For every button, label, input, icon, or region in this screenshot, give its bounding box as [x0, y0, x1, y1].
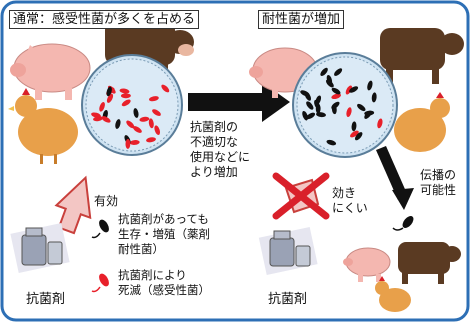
left-panel-title: 通常：感受性菌が多くを占める — [9, 10, 200, 29]
pig-icon — [343, 247, 391, 282]
spread-arrow — [376, 146, 414, 210]
bacterium — [325, 79, 334, 88]
bacterium — [346, 107, 352, 117]
susceptible-bacteria-icon — [91, 273, 109, 293]
bacterium — [106, 86, 112, 97]
bacterium — [154, 125, 160, 135]
bacterium — [139, 116, 150, 122]
bacteria-cluster-left — [91, 84, 170, 149]
cause-line: より増加 — [190, 165, 238, 179]
bacterium — [120, 93, 131, 99]
ineffective-label: 効き にくい — [332, 186, 368, 216]
bacterium — [306, 112, 316, 120]
bacterium — [126, 120, 135, 129]
cross-icon — [272, 172, 330, 220]
bacteria-cluster-right — [300, 67, 383, 146]
chicken-icon — [394, 92, 450, 152]
legend-line: 生存・増殖（薬剤 — [118, 227, 210, 241]
bacterium — [133, 126, 142, 133]
bacterium — [148, 96, 159, 102]
bacterium — [148, 118, 154, 129]
bacterium — [331, 104, 337, 115]
bacterium — [320, 67, 328, 76]
bacterium — [331, 87, 341, 95]
bacterium — [119, 88, 130, 94]
drug-bottle-icon — [10, 223, 70, 273]
spreading-bacteria-icon — [392, 216, 414, 231]
drug-label-right: 抗菌剤 — [268, 292, 308, 307]
legend-line: 死滅（感受性菌） — [118, 283, 210, 297]
bacterium — [101, 116, 111, 123]
cause-line: 不適切な — [190, 135, 239, 149]
chicken-icon — [375, 276, 411, 312]
ineffective-line: にくい — [332, 201, 368, 215]
bacterium — [326, 139, 337, 146]
bacterium — [351, 121, 357, 132]
resistant-bacteria-icon — [91, 219, 109, 239]
legend-susceptible-text: 抗菌剤により 死滅（感受性菌） — [118, 268, 210, 298]
bacterium — [314, 99, 320, 110]
bacterium — [334, 68, 343, 76]
cause-text: 抗菌剤の 不適切な 使用などに より増加 — [190, 120, 250, 180]
bacterium — [300, 90, 310, 97]
bacterium — [331, 93, 342, 100]
legend-resistant-text: 抗菌剤があっても 生存・増殖（薬剤 耐性菌） — [118, 212, 210, 257]
bacterium — [115, 119, 121, 129]
drug-label-left: 抗菌剤 — [26, 292, 66, 307]
bacterium — [349, 86, 359, 93]
progression-arrow — [188, 82, 290, 122]
bacterium — [306, 101, 314, 110]
bacterium — [121, 99, 131, 107]
cause-line: 使用などに — [190, 150, 251, 164]
bacterium — [357, 103, 366, 112]
bacterium — [161, 84, 170, 93]
legend-line: 抗菌剤により — [118, 268, 187, 282]
bacterium — [371, 92, 377, 103]
bacterium — [354, 132, 363, 141]
bacterium — [106, 93, 114, 103]
cause-line: 抗菌剤の — [190, 120, 239, 134]
spread-line: 可能性 — [420, 183, 457, 197]
petri-dish-icon — [292, 52, 398, 158]
bacterium — [345, 85, 353, 95]
cow-icon — [380, 28, 464, 84]
bacterium — [129, 140, 140, 145]
bacterium — [125, 138, 131, 149]
bacterium — [133, 108, 139, 118]
legend-line: 耐性菌） — [118, 242, 164, 256]
drug-bottle-icon — [258, 226, 318, 275]
bacterium — [377, 118, 383, 129]
bacterium — [99, 102, 105, 112]
bacterium — [91, 112, 101, 118]
legend-line: 抗菌剤があっても — [118, 212, 209, 226]
right-panel-title: 耐性菌が増加 — [258, 10, 345, 29]
bacterium — [152, 109, 161, 116]
bacterium — [350, 130, 359, 138]
spread-label: 伝播の 可能性 — [420, 168, 456, 198]
effective-label: 有効 — [94, 194, 119, 208]
cow-icon — [398, 242, 461, 284]
ineffective-line: 効き — [332, 186, 357, 200]
petri-dish-icon — [81, 54, 183, 156]
chicken-icon — [8, 88, 78, 164]
bacterium — [146, 137, 156, 143]
bacterium — [316, 112, 326, 118]
bacterium — [364, 110, 375, 116]
effective-arrow — [54, 175, 92, 235]
bacterium — [367, 80, 373, 91]
spread-line: 伝播の — [420, 168, 457, 182]
bacterium — [302, 110, 308, 121]
pig-icon — [10, 43, 91, 100]
